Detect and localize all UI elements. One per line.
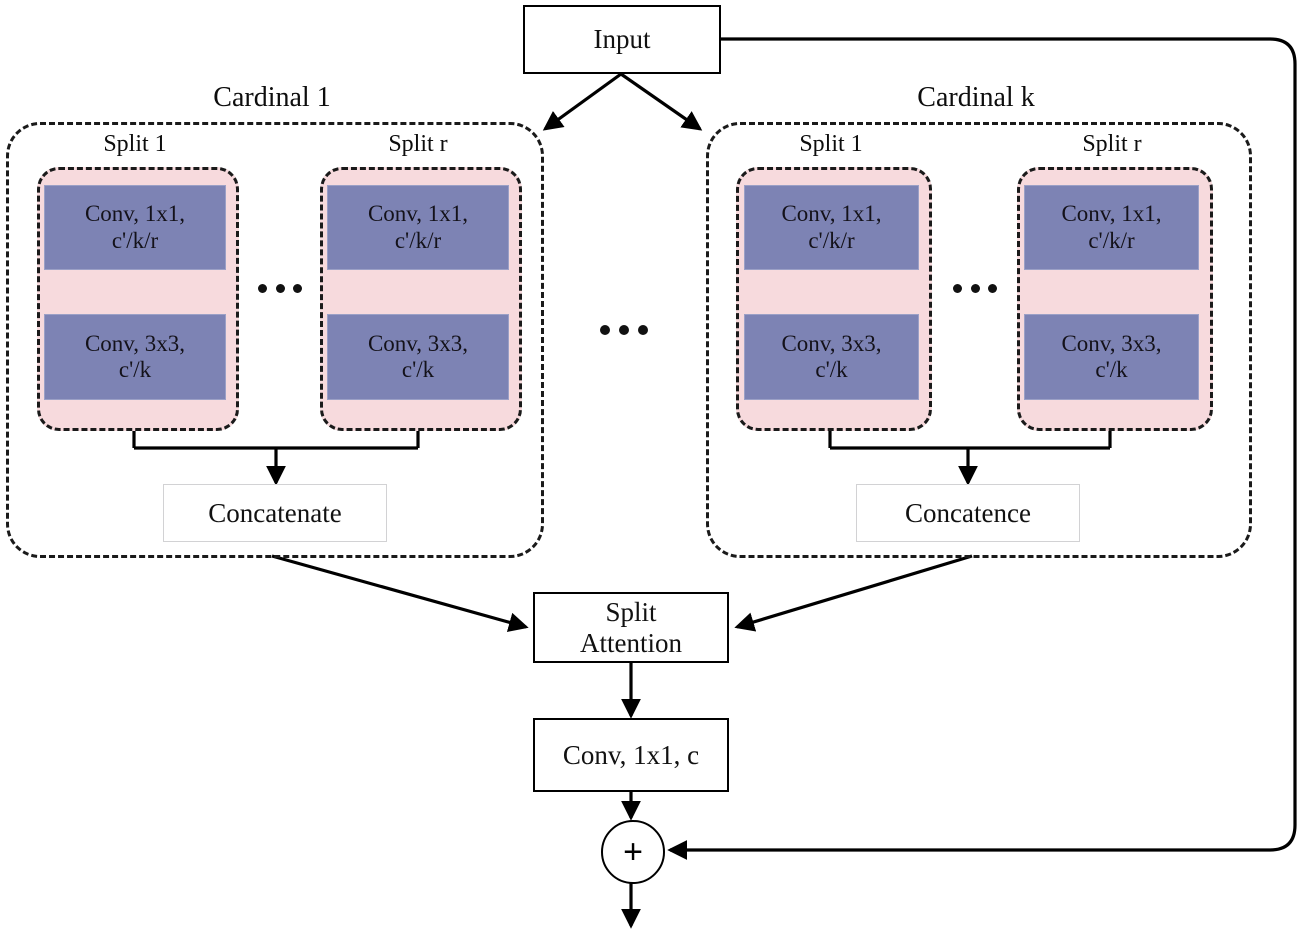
input-box[interactable]: Input xyxy=(523,5,721,74)
cardinal-k-split-r-title: Split r xyxy=(1082,131,1142,157)
conv-label-line-1: Conv, 1x1, xyxy=(781,201,882,227)
conv-label-line-2: c'/k/r xyxy=(808,227,855,253)
plus-icon: + xyxy=(623,833,643,871)
edge-input-to-cardinal-1 xyxy=(542,72,622,131)
cardinal-1-split-r-title: Split r xyxy=(388,131,448,157)
cardinal-k-split-r-conv1x1[interactable]: Conv, 1x1, c'/k/r xyxy=(1024,185,1199,270)
cardinal-1-split-1-conv3x3[interactable]: Conv, 3x3, c'/k xyxy=(44,314,226,400)
edge-cardinal-k-to-split-attention xyxy=(734,554,973,632)
cardinal-1-group xyxy=(6,122,544,558)
concatenate-label: Concatence xyxy=(905,497,1031,528)
cardinal-k-title: Cardinal k xyxy=(917,82,1035,113)
cardinal-k-splits-ellipsis xyxy=(953,282,997,294)
split-attention-label-line-1: Split xyxy=(605,596,657,627)
conv-label-line-2: c'/k xyxy=(815,357,848,382)
cardinal-k-split-1-conv1x1[interactable]: Conv, 1x1, c'/k/r xyxy=(744,185,919,270)
conv-label-line-2: c'/k xyxy=(118,357,152,382)
cardinal-k-split-1-title: Split 1 xyxy=(799,131,863,157)
conv-label-line-2: c'/k/r xyxy=(111,227,159,253)
final-conv-box[interactable]: Conv, 1x1, c xyxy=(533,718,729,792)
final-conv-label: Conv, 1x1, c xyxy=(562,739,700,770)
split-attention-box[interactable]: Split Attention xyxy=(533,592,729,663)
cardinal-k-concatenate-box[interactable]: Concatence xyxy=(856,484,1080,542)
sum-node[interactable]: + xyxy=(601,820,665,884)
cardinal-1-concatenate-box[interactable]: Concatenate xyxy=(163,484,387,542)
conv-label-line-1: Conv, 1x1, xyxy=(367,201,469,227)
input-label: Input xyxy=(593,24,651,55)
conv-label-line-1: Conv, 3x3, xyxy=(1061,330,1162,356)
conv-label-line-2: c'/k/r xyxy=(394,227,442,253)
cardinal-1-splits-ellipsis xyxy=(258,282,302,294)
cardinal-1-split-r-conv1x1[interactable]: Conv, 1x1, c'/k/r xyxy=(327,185,509,270)
conv-label-line-2: c'/k xyxy=(1095,357,1128,382)
concatenate-label: Concatenate xyxy=(208,497,342,528)
cardinals-ellipsis xyxy=(600,324,648,336)
cardinal-k-split-r-conv3x3[interactable]: Conv, 3x3, c'/k xyxy=(1024,314,1199,400)
edge-cardinal-1-to-split-attention xyxy=(271,554,529,632)
cardinal-k-group xyxy=(706,122,1252,558)
edge-input-to-cardinal-k xyxy=(620,72,703,131)
cardinal-1-title: Cardinal 1 xyxy=(213,82,331,113)
conv-label-line-1: Conv, 1x1, xyxy=(84,201,186,227)
cardinal-1-split-r-conv3x3[interactable]: Conv, 3x3, c'/k xyxy=(327,314,509,400)
split-attention-label-line-2: Attention xyxy=(580,627,682,658)
conv-label-line-1: Conv, 1x1, xyxy=(1061,201,1162,227)
conv-label-line-1: Conv, 3x3, xyxy=(84,330,186,356)
conv-label-line-1: Conv, 3x3, xyxy=(367,330,469,356)
conv-label-line-1: Conv, 3x3, xyxy=(781,330,882,356)
conv-label-line-2: c'/k xyxy=(401,357,435,382)
cardinal-1-split-1-conv1x1[interactable]: Conv, 1x1, c'/k/r xyxy=(44,185,226,270)
cardinal-1-split-1-title: Split 1 xyxy=(103,131,167,157)
conv-label-line-2: c'/k/r xyxy=(1088,227,1135,253)
cardinal-k-split-1-conv3x3[interactable]: Conv, 3x3, c'/k xyxy=(744,314,919,400)
